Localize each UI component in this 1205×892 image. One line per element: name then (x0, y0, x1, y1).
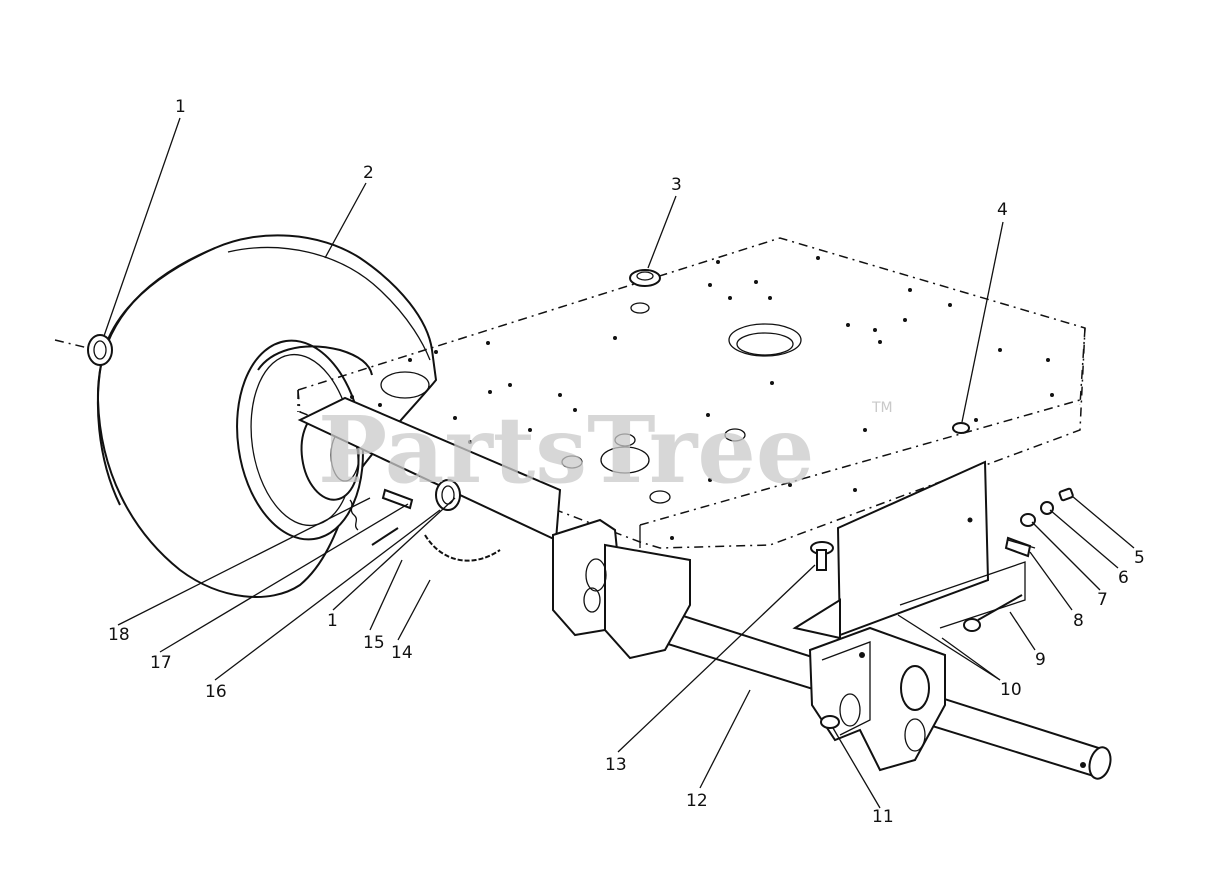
deck-plate[interactable] (297, 237, 1086, 549)
callout-11[interactable]: 11 (872, 807, 894, 827)
tire-wheel[interactable] (96, 234, 438, 598)
callout-3[interactable]: 3 (671, 175, 682, 195)
callout-16[interactable]: 16 (205, 682, 227, 702)
carriage-bolt-13[interactable] (810, 541, 834, 571)
callout-12[interactable]: 12 (686, 791, 708, 811)
chain-14[interactable] (424, 534, 501, 562)
washer-11[interactable] (820, 715, 840, 729)
callout-17[interactable]: 17 (150, 653, 172, 673)
pin-9[interactable] (963, 594, 1023, 632)
bushing-16[interactable] (435, 479, 461, 511)
cotter-18[interactable] (349, 499, 399, 546)
callout-10[interactable]: 10 (1000, 680, 1022, 700)
callout-14[interactable]: 14 (391, 643, 413, 663)
callout-13[interactable]: 13 (605, 755, 627, 775)
bearing-top[interactable] (629, 269, 661, 287)
left-bracket[interactable] (552, 518, 691, 660)
bolt-17[interactable] (381, 488, 414, 510)
callout-labels: 1 2 3 4 5 6 7 8 9 10 11 12 13 14 15 1 16… (108, 97, 1145, 827)
callout-9[interactable]: 9 (1035, 650, 1046, 670)
nut-4[interactable] (952, 422, 970, 434)
watermark-trademark: TM (871, 400, 893, 416)
callout-1-lower[interactable]: 1 (327, 611, 338, 631)
leader-lines (103, 117, 1135, 809)
callout-2[interactable]: 2 (363, 163, 374, 183)
callout-18[interactable]: 18 (108, 625, 130, 645)
callout-6[interactable]: 6 (1118, 568, 1129, 588)
watermark: PartsTree (318, 396, 814, 504)
callout-7[interactable]: 7 (1097, 590, 1108, 610)
bushing-left[interactable] (54, 334, 113, 366)
callout-8[interactable]: 8 (1073, 611, 1084, 631)
callout-5[interactable]: 5 (1134, 548, 1145, 568)
callout-15[interactable]: 15 (363, 633, 385, 653)
callout-1[interactable]: 1 (175, 97, 186, 117)
right-bracket[interactable] (792, 460, 1026, 772)
callout-4[interactable]: 4 (997, 200, 1008, 220)
bolt-stack[interactable] (1004, 487, 1074, 558)
